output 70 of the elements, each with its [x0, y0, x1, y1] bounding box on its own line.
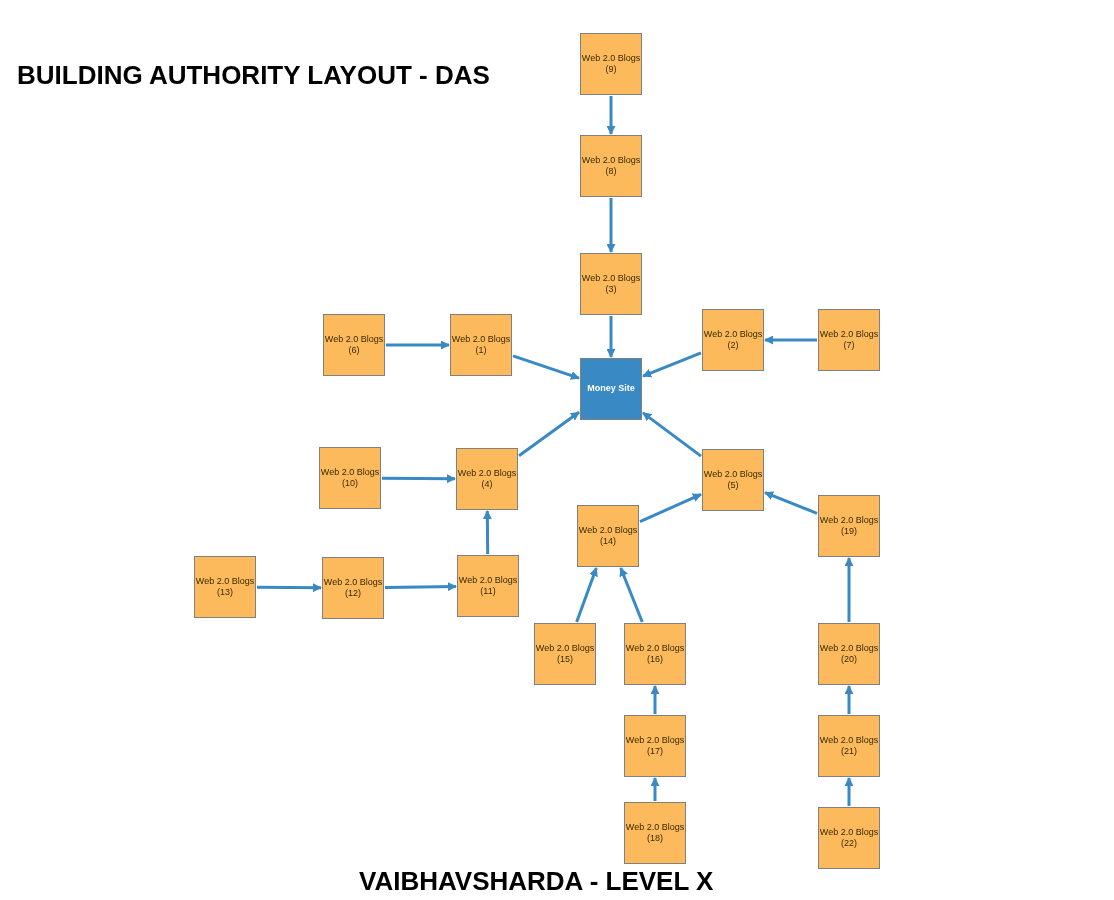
- blog-box: [818, 309, 880, 371]
- blog-box: [818, 807, 880, 869]
- arrow: [642, 411, 702, 458]
- box-label: Money Site: [587, 383, 635, 395]
- box-label: Web 2.0 Blogs (4): [457, 467, 517, 491]
- arrow: [619, 567, 644, 623]
- blog-box: [194, 556, 256, 618]
- arrow: [844, 777, 854, 806]
- blog-box: [624, 715, 686, 777]
- blog-box: [818, 715, 880, 777]
- blog-box: [577, 505, 639, 567]
- arrow: [606, 96, 616, 135]
- blog-box: [323, 314, 385, 376]
- box-label: Web 2.0 Blogs (21): [819, 734, 879, 758]
- box-label: Web 2.0 Blogs (17): [625, 734, 685, 758]
- arrow: [650, 685, 660, 714]
- blog-box: [456, 448, 518, 510]
- blog-box: [624, 802, 686, 864]
- box-label: Web 2.0 Blogs (12): [323, 576, 383, 600]
- blog-box: [322, 557, 384, 619]
- box-label: Web 2.0 Blogs (6): [324, 333, 384, 357]
- arrow: [384, 582, 457, 592]
- box-label: Web 2.0 Blogs (3): [581, 272, 641, 296]
- blog-box: [534, 623, 596, 685]
- box-label: Web 2.0 Blogs (1): [451, 333, 511, 357]
- blog-box: [702, 449, 764, 511]
- blog-box: [319, 447, 381, 509]
- blog-box: [624, 623, 686, 685]
- arrow: [642, 351, 702, 378]
- arrow: [606, 316, 616, 358]
- arrow: [382, 474, 456, 484]
- blog-box: [580, 253, 642, 315]
- blog-box: [450, 314, 512, 376]
- diagram-title: BUILDING AUTHORITY LAYOUT - DAS: [17, 62, 490, 88]
- arrow: [764, 335, 817, 345]
- arrow: [844, 557, 854, 622]
- arrow: [518, 411, 580, 457]
- box-label: Web 2.0 Blogs (15): [535, 642, 595, 666]
- arrow: [606, 198, 616, 253]
- box-label: Web 2.0 Blogs (19): [819, 514, 879, 538]
- box-label: Web 2.0 Blogs (16): [625, 642, 685, 666]
- box-label: Web 2.0 Blogs (13): [195, 575, 255, 599]
- box-label: Web 2.0 Blogs (22): [819, 826, 879, 850]
- box-label: Web 2.0 Blogs (10): [320, 466, 380, 490]
- blog-box: [580, 135, 642, 197]
- box-label: Web 2.0 Blogs (7): [819, 328, 879, 352]
- box-label: Web 2.0 Blogs (20): [819, 642, 879, 666]
- blog-box: [457, 555, 519, 617]
- target-site-box: [580, 358, 642, 420]
- arrow: [575, 567, 598, 623]
- arrow: [386, 340, 450, 350]
- box-label: Web 2.0 Blogs (9): [581, 52, 641, 76]
- arrow: [650, 777, 660, 801]
- box-label: Web 2.0 Blogs (8): [581, 154, 641, 178]
- blog-box: [580, 33, 642, 95]
- arrow: [764, 491, 818, 515]
- arrow: [257, 583, 322, 593]
- box-label: Web 2.0 Blogs (14): [578, 524, 638, 548]
- arrow: [844, 685, 854, 714]
- box-label: Web 2.0 Blogs (11): [458, 574, 518, 598]
- arrow: [482, 510, 492, 554]
- box-label: Web 2.0 Blogs (5): [703, 468, 763, 492]
- box-label: Web 2.0 Blogs (2): [703, 328, 763, 352]
- blog-box: [818, 623, 880, 685]
- blog-box: [702, 309, 764, 371]
- arrow: [512, 354, 580, 380]
- box-label: Web 2.0 Blogs (18): [625, 821, 685, 845]
- arrow: [639, 492, 702, 524]
- blog-box: [818, 495, 880, 557]
- diagram-caption: VAIBHAVSHARDA - LEVEL X: [359, 868, 714, 894]
